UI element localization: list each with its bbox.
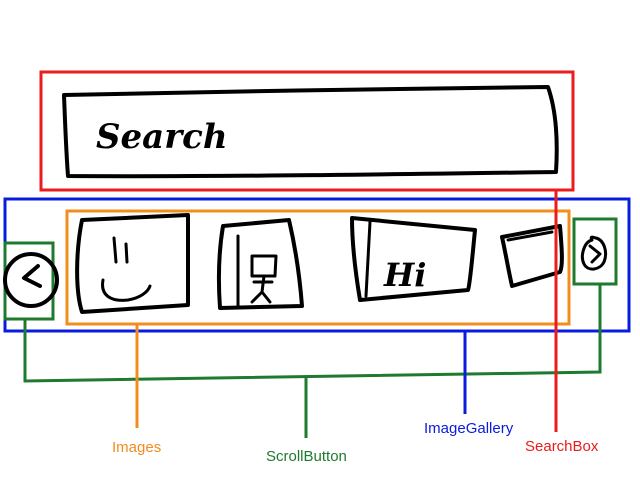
figure-body <box>236 234 274 308</box>
thumbnail-frame <box>75 213 190 314</box>
smiley-eye-right <box>124 242 129 264</box>
search-field-outline <box>62 85 559 179</box>
scroll-button-leader <box>23 284 602 438</box>
thumbnail-hi-text: Hi <box>383 256 426 294</box>
thumbnail-frame <box>500 224 564 288</box>
chevron-right-icon <box>588 244 602 264</box>
search-box-label: SearchBox <box>525 438 599 455</box>
images-label: Images <box>112 439 161 456</box>
smiley-mouth <box>101 278 152 302</box>
search-box-annotation-frame <box>39 70 575 192</box>
image-gallery-label: ImageGallery <box>424 420 514 437</box>
scroll-right-annotation-frame <box>572 217 618 286</box>
search-placeholder-text: Search <box>96 117 228 157</box>
scroll-left-button[interactable] <box>3 252 59 308</box>
thumbnail-stick-figure[interactable] <box>217 218 304 310</box>
thumbnail-smiley[interactable] <box>75 213 190 314</box>
thumbnail-hi[interactable]: Hi <box>350 216 477 302</box>
scroll-right-button[interactable] <box>580 235 608 271</box>
thumbnail-blank[interactable] <box>500 224 564 288</box>
thumbnail-fold-line <box>364 220 372 298</box>
thumbnail-frame <box>217 218 304 310</box>
smiley-eye-left <box>112 236 118 264</box>
thumbnail-fold-line <box>506 230 554 242</box>
scroll-right-scribble <box>580 235 608 271</box>
scroll-left-circle <box>3 252 59 308</box>
chevron-left-icon <box>22 264 42 288</box>
scroll-button-label: ScrollButton <box>266 448 347 465</box>
figure-head <box>250 254 278 278</box>
search-box[interactable]: Search <box>62 85 559 179</box>
thumbnail-frame <box>350 216 477 302</box>
images-annotation-frame <box>65 209 571 326</box>
